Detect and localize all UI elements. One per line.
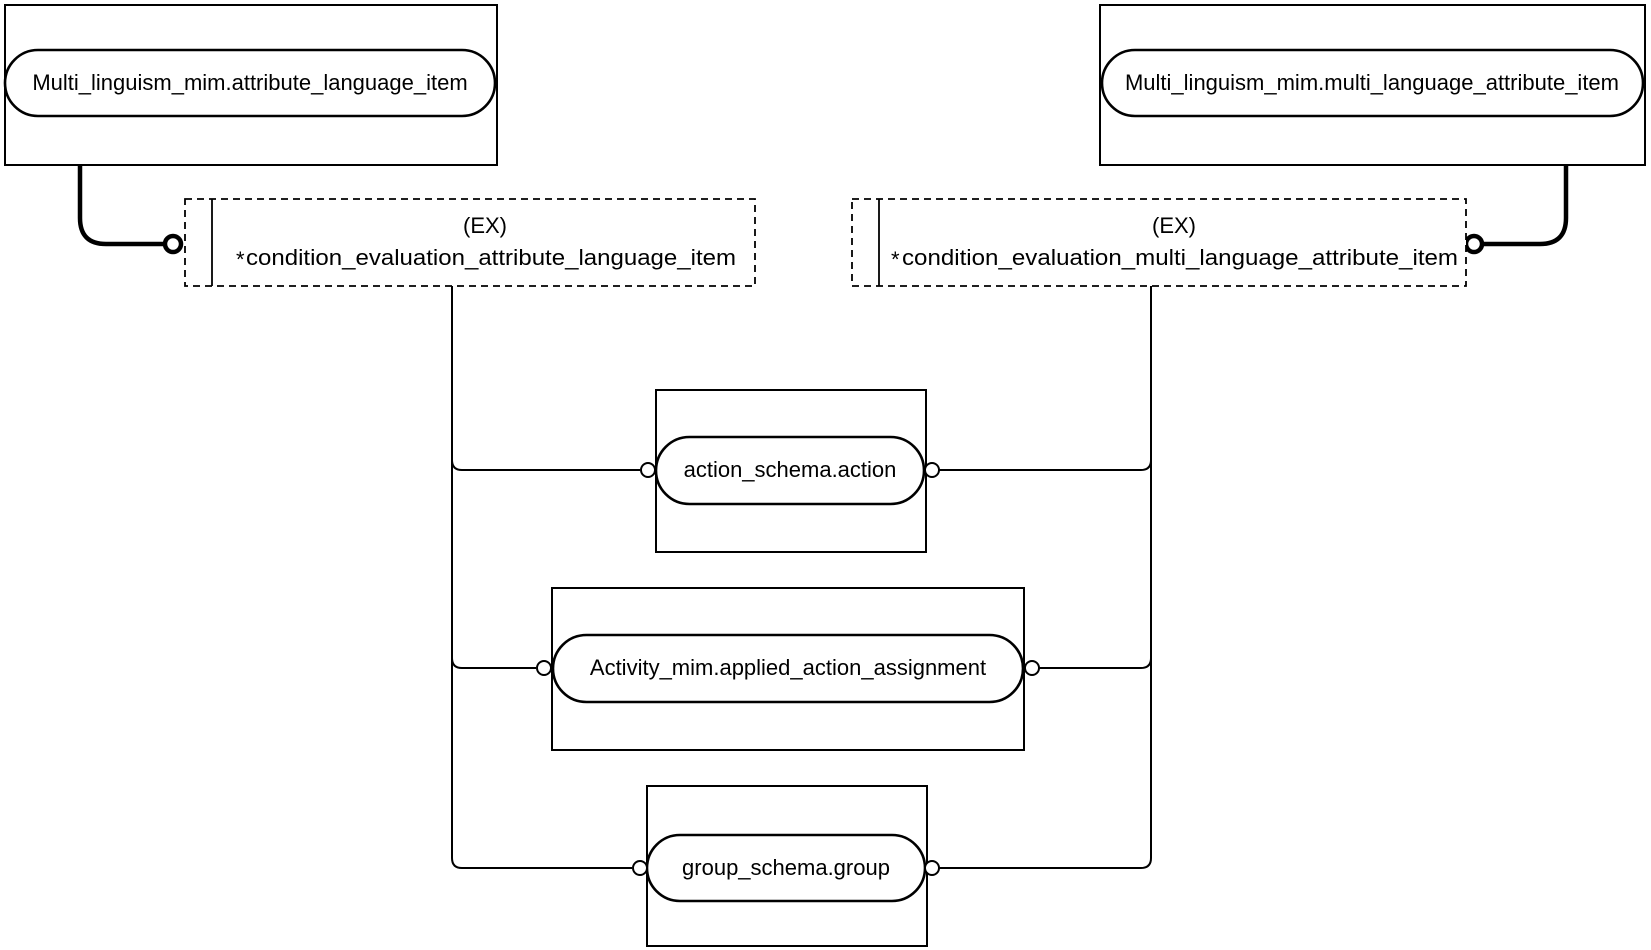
entity-label: Activity_mim.applied_action_assignment xyxy=(590,655,986,680)
relationship-end-circle-icon xyxy=(162,233,184,255)
connector-end-circle-icon xyxy=(536,660,552,676)
external-entity-attribute-language-item[interactable]: Multi_linguism_mim.attribute_language_it… xyxy=(3,4,498,166)
connector-right-to-entities xyxy=(932,286,1152,869)
connector-left-to-entities xyxy=(451,286,640,869)
entity-label: Multi_linguism_mim.attribute_language_it… xyxy=(32,70,467,95)
entity-pill xyxy=(551,633,1025,704)
select-type-box xyxy=(184,198,756,287)
thick-relationship-line-left xyxy=(77,165,165,247)
relationship-end-circle-icon xyxy=(1463,233,1485,255)
entity-label: action_schema.action xyxy=(684,457,897,482)
entity-label: group_schema.group xyxy=(682,855,890,880)
connector-end-circle-icon xyxy=(1024,660,1040,676)
entity-pill xyxy=(3,48,497,118)
thick-relationship-line-right xyxy=(1482,165,1569,247)
entity-action-schema-action[interactable]: action_schema.action xyxy=(654,389,927,553)
entity-pill xyxy=(1100,48,1645,118)
entity-group-schema-group[interactable]: group_schema.group xyxy=(645,785,928,947)
select-type-box xyxy=(851,198,1467,287)
entity-pill xyxy=(654,435,926,506)
select-type-name: condition_evaluation_attribute_language_… xyxy=(246,245,736,270)
select-type-attribute-language-item[interactable]: (EX) * condition_evaluation_attribute_la… xyxy=(184,198,756,287)
select-type-asterisk: * xyxy=(236,247,245,272)
entity-label: Multi_linguism_mim.multi_language_attrib… xyxy=(1125,70,1619,95)
select-type-asterisk: * xyxy=(891,247,900,272)
connector-end-circle-icon xyxy=(924,860,940,876)
external-entity-multi-language-attribute-item[interactable]: Multi_linguism_mim.multi_language_attrib… xyxy=(1099,4,1646,166)
connector-end-circle-icon xyxy=(640,462,656,478)
connector-end-circle-icon xyxy=(632,860,648,876)
entity-applied-action-assignment[interactable]: Activity_mim.applied_action_assignment xyxy=(551,587,1025,751)
connector-end-circle-icon xyxy=(924,462,940,478)
select-type-tag: (EX) xyxy=(1152,213,1196,238)
select-type-multi-language-attribute-item[interactable]: (EX) * condition_evaluation_multi_langua… xyxy=(851,198,1467,287)
select-type-name: condition_evaluation_multi_language_attr… xyxy=(902,245,1458,270)
select-type-tag: (EX) xyxy=(463,213,507,238)
